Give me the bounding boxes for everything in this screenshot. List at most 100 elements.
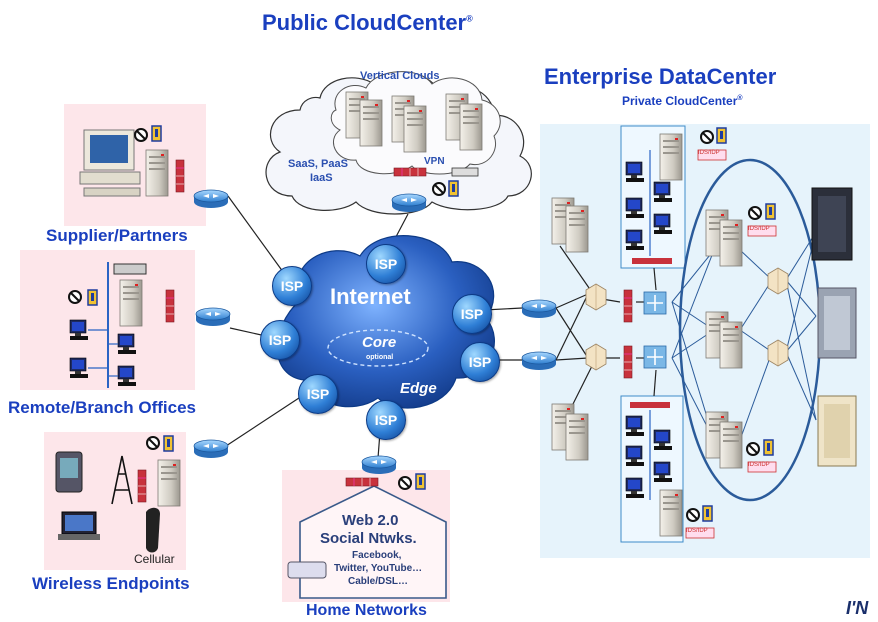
isp-node-right-bottom: ISP [460, 342, 500, 382]
supplier-label: Supplier/Partners [46, 226, 188, 245]
wireless-firewall [137, 469, 147, 503]
ids-label: IDS/IDP [748, 226, 770, 232]
vertical-clouds-label: Vertical Clouds [360, 70, 440, 82]
no-entry-icon [700, 130, 714, 144]
remote-pc [117, 333, 137, 355]
remote-pc [69, 319, 89, 341]
home-house [299, 485, 447, 599]
dc-pc [653, 213, 673, 235]
supplier-router [193, 189, 229, 209]
internet-label: Internet [330, 284, 411, 309]
dc-switch [767, 339, 789, 367]
core-label: Core [362, 334, 397, 351]
wireless-ap-icon [151, 125, 162, 142]
ids-device [697, 149, 727, 161]
wireless-ap-icon [702, 505, 713, 522]
iaas-label: IaaS [310, 172, 333, 184]
no-entry-icon [398, 476, 412, 490]
saas-label: SaaS, PaaS [288, 158, 348, 170]
dc-pc [653, 181, 673, 203]
ids-device [747, 225, 777, 237]
cloud-server [403, 105, 427, 153]
enterprise-title: Enterprise DataCenter [544, 64, 777, 89]
vpn-label: VPN [424, 156, 445, 167]
dc-app-server [719, 421, 743, 469]
dc-edge-router-top [521, 299, 557, 319]
wireless-label: Wireless Endpoints [32, 574, 190, 593]
dc-pc [625, 197, 645, 219]
remote-pc [117, 365, 137, 387]
no-entry-icon [68, 290, 82, 304]
dc-pc [653, 429, 673, 451]
logo-fragment: I'N [846, 598, 869, 618]
cloud-router [391, 193, 427, 213]
home-label: Home Networks [306, 602, 427, 619]
vpn-appliance [451, 167, 479, 177]
dc-core-switch [643, 345, 667, 369]
isp-node-upper-left: ISP [272, 266, 312, 306]
dc-server [565, 413, 589, 461]
cloud-server [359, 99, 383, 147]
dc-server [565, 205, 589, 253]
wireless-ap-icon [716, 127, 727, 144]
home-web20: Web 2.0 [342, 512, 399, 529]
dc-switch [585, 343, 607, 371]
ids-device [747, 461, 777, 473]
storage-beige [817, 395, 857, 467]
dc-firewall [623, 289, 633, 323]
dc-edge-router-bottom [521, 351, 557, 371]
dc-pc [625, 477, 645, 499]
ids-label: IDS/IDP [748, 462, 770, 468]
cell-tower [111, 455, 133, 505]
wireless-router [193, 439, 229, 459]
isp-node-lower-left: ISP [298, 374, 338, 414]
core-ellipse [327, 329, 429, 367]
dc-core-switch [643, 291, 667, 315]
dc-switch [585, 283, 607, 311]
remote-router [195, 307, 231, 327]
remote-firewall [165, 289, 175, 323]
wireless-ap-icon [448, 180, 459, 197]
no-entry-icon [746, 442, 760, 456]
supplier-workstation [79, 129, 141, 197]
storage-grey [817, 287, 857, 359]
isp-node-right-top: ISP [452, 294, 492, 334]
ids-device [685, 527, 715, 539]
remote-server [119, 279, 143, 327]
optional-label: optional [366, 354, 394, 361]
supplier-firewall [175, 159, 185, 193]
dc-app-server [719, 219, 743, 267]
phone-device [146, 507, 160, 553]
home-cable: Cable/DSL… [348, 576, 409, 587]
remote-label: Remote/Branch Offices [8, 398, 196, 417]
cloud-server [459, 103, 483, 151]
home-facebook: Facebook, [352, 550, 402, 561]
ids-label: IDS/IDP [686, 528, 708, 534]
public-cloud-title: Public CloudCenter® [262, 10, 473, 35]
wireless-server [157, 459, 181, 507]
remote-pc [69, 357, 89, 379]
cloud-firewall [393, 167, 427, 177]
isp-node-top: ISP [366, 244, 406, 284]
dc-firewall [623, 345, 633, 379]
dc-switch [767, 267, 789, 295]
dc-pc [625, 161, 645, 183]
supplier-server [145, 149, 169, 197]
dc-pc [625, 445, 645, 467]
home-firewall [345, 477, 379, 487]
ids-label: IDS/IDP [698, 150, 720, 156]
no-entry-icon [146, 436, 160, 450]
no-entry-icon [686, 508, 700, 522]
dc-pc [625, 415, 645, 437]
storage-dark [811, 187, 853, 261]
cellular-label: Cellular [134, 552, 175, 566]
dc-pc [653, 461, 673, 483]
no-entry-icon [432, 182, 446, 196]
dc-server [659, 489, 683, 537]
wireless-ap-icon [765, 203, 776, 220]
isp-node-bottom: ISP [366, 400, 406, 440]
private-cloud-title: Private CloudCenter® [622, 94, 743, 108]
home-twitter: Twitter, YouTube… [334, 563, 423, 574]
